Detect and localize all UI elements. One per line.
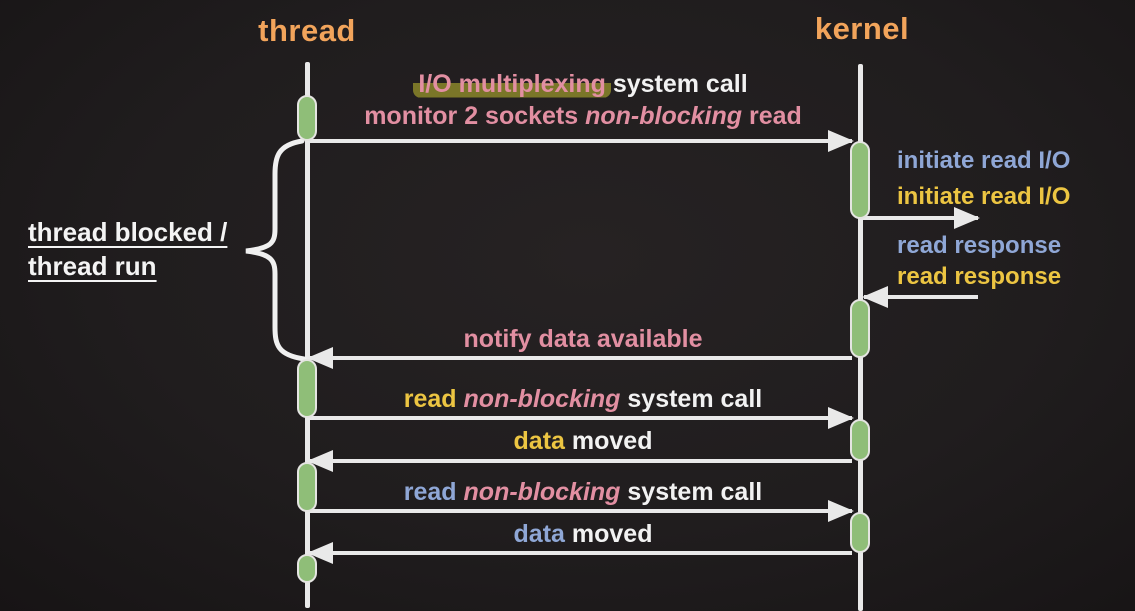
label-initiate-read-io-1: initiate read I/O [897, 147, 1071, 174]
thread-activation-2 [297, 359, 317, 418]
arrow-read2-to-kernel [309, 500, 854, 522]
thread-header: thread [258, 13, 356, 48]
label-read-response-1: read response [897, 232, 1062, 259]
kernel-header: kernel [814, 11, 910, 46]
arrow-data2-to-thread [307, 542, 852, 564]
label-read-response-2: read response [897, 263, 1062, 290]
kernel-activation-3 [850, 419, 870, 461]
thread-activation-1 [297, 95, 317, 141]
thread-activation-3 [297, 462, 317, 512]
message-read-nonblocking-1: read non-blocking system call [403, 385, 763, 413]
message-data-moved-1: data moved [513, 427, 653, 455]
arrow-read1-to-kernel [309, 407, 854, 429]
arrow-data1-to-thread [307, 450, 852, 472]
io-multiplexing-highlighted-text: I/O multiplexing [413, 70, 611, 98]
message-io-multiplexing-syscall: I/O multiplexing system call [310, 70, 856, 99]
thread-blocked-run-label: thread blocked / thread run [28, 215, 227, 283]
arrow-notify-to-thread [307, 347, 852, 369]
kernel-activation-4 [850, 512, 870, 553]
message-notify-data-available: notify data available [463, 325, 703, 353]
kernel-activation-2 [850, 299, 870, 358]
message-monitor-sockets: monitor 2 sockets non-blocking read [364, 102, 802, 130]
arrow-read-response [862, 286, 978, 308]
thread-lifeline [305, 62, 310, 608]
side-label-line1: thread blocked / [28, 217, 228, 247]
thread-activation-4 [297, 554, 317, 583]
blocked-run-brace [245, 138, 307, 362]
side-label-line2: thread run [28, 251, 157, 281]
label-initiate-read-io-2: initiate read I/O [897, 183, 1071, 210]
message-data-moved-2: data moved [513, 520, 653, 548]
arrow-initiate-read-io [862, 207, 980, 229]
arrow-syscall-to-kernel [309, 130, 854, 152]
kernel-activation-1 [850, 141, 870, 219]
message-read-nonblocking-2: read non-blocking system call [403, 478, 763, 506]
